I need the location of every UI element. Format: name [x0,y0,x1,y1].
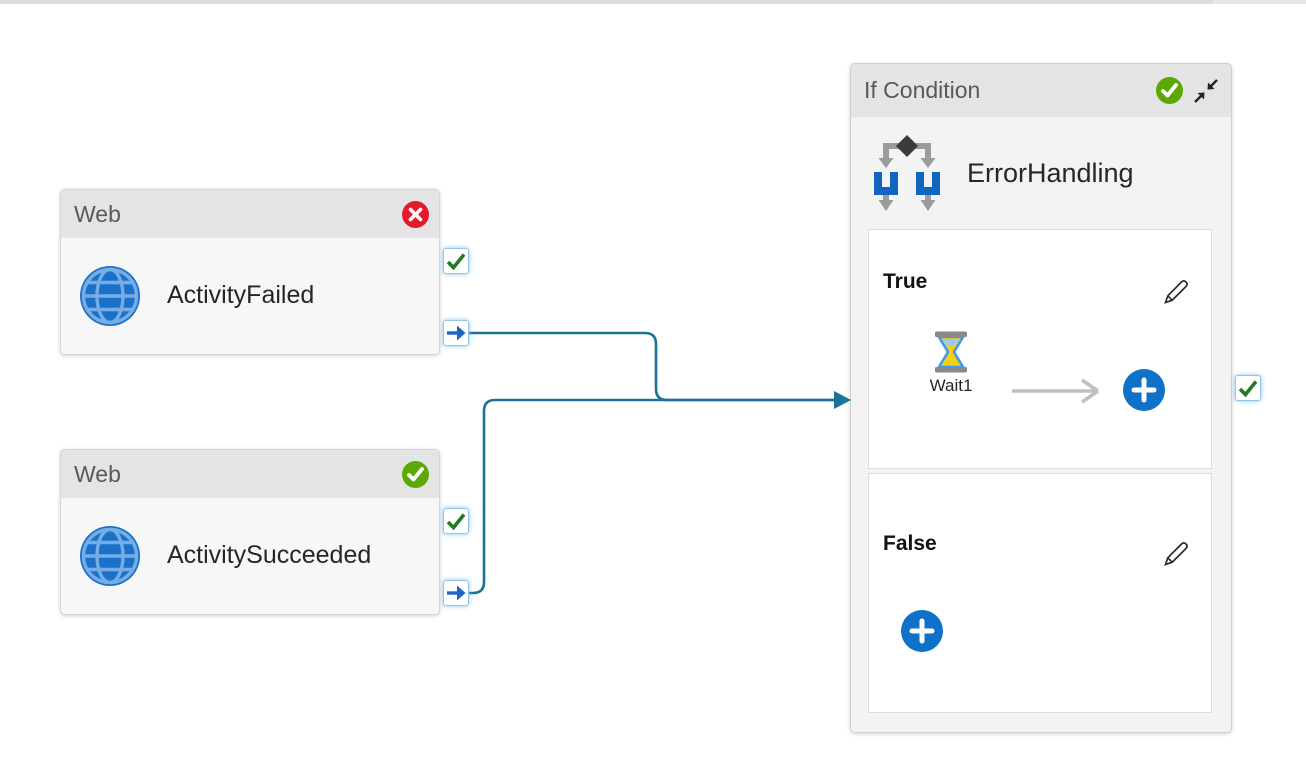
status-succeeded-icon [402,460,429,488]
activity-header: Web [61,190,439,238]
status-succeeded-icon [1156,77,1183,104]
canvas-top-scrollbar-thumb[interactable] [0,0,1213,4]
port-success-activitysucceeded[interactable] [443,508,469,534]
port-success-errorhandling[interactable] [1235,375,1261,401]
edit-true-branch-button[interactable] [1161,276,1191,306]
arrow-right-icon [447,325,466,341]
false-branch-panel: False [868,473,1212,713]
plus-icon [909,618,935,644]
activity-name: ActivitySucceeded [167,541,372,569]
false-branch-label: False [883,532,937,555]
activity-type-label: If Condition [864,77,981,103]
connector-activitysucceeded-to-errorhandling[interactable] [466,398,834,595]
check-icon [446,253,466,271]
arrow-right-icon [447,585,466,601]
true-branch-label: True [883,270,928,293]
globe-icon [78,264,142,328]
activity-node-activityfailed[interactable]: Web ActivityFailed [60,189,440,355]
pencil-icon [1164,280,1188,304]
add-activity-false-button[interactable] [901,610,943,652]
activity-header: Web [61,450,439,498]
status-failed-icon [402,200,429,228]
if-condition-header: If Condition [851,64,1231,117]
activity-node-activitysucceeded[interactable]: Web ActivitySucceeded [60,449,440,615]
activity-name: ErrorHandling [967,157,1134,188]
activity-name: ActivityFailed [167,281,315,309]
check-icon [446,513,466,531]
port-success-activityfailed[interactable] [443,248,469,274]
connector-activityfailed-to-errorhandling[interactable] [469,331,834,402]
true-branch-panel: True Wait1 [868,229,1212,469]
branch-icon [869,134,945,212]
activity-node-wait1[interactable]: Wait1 [913,331,989,396]
collapse-icon[interactable] [1193,78,1219,104]
plus-icon [1131,377,1157,403]
sequence-arrow-icon [1010,378,1102,404]
hourglass-icon [935,331,967,373]
globe-icon [78,524,142,588]
activity-type-label: Web [74,460,121,487]
canvas-top-scrollbar[interactable] [0,0,1306,4]
port-output-activitysucceeded[interactable] [443,580,469,606]
wait-activity-name: Wait1 [929,376,973,395]
activity-node-errorhandling[interactable]: If Condition [850,63,1232,733]
add-activity-true-button[interactable] [1123,369,1165,411]
activity-type-label: Web [74,200,121,227]
port-output-activityfailed[interactable] [443,320,469,346]
pencil-icon [1164,542,1188,566]
check-icon [1238,380,1258,398]
edit-false-branch-button[interactable] [1161,538,1191,568]
connector-arrowhead-icon [834,391,851,409]
